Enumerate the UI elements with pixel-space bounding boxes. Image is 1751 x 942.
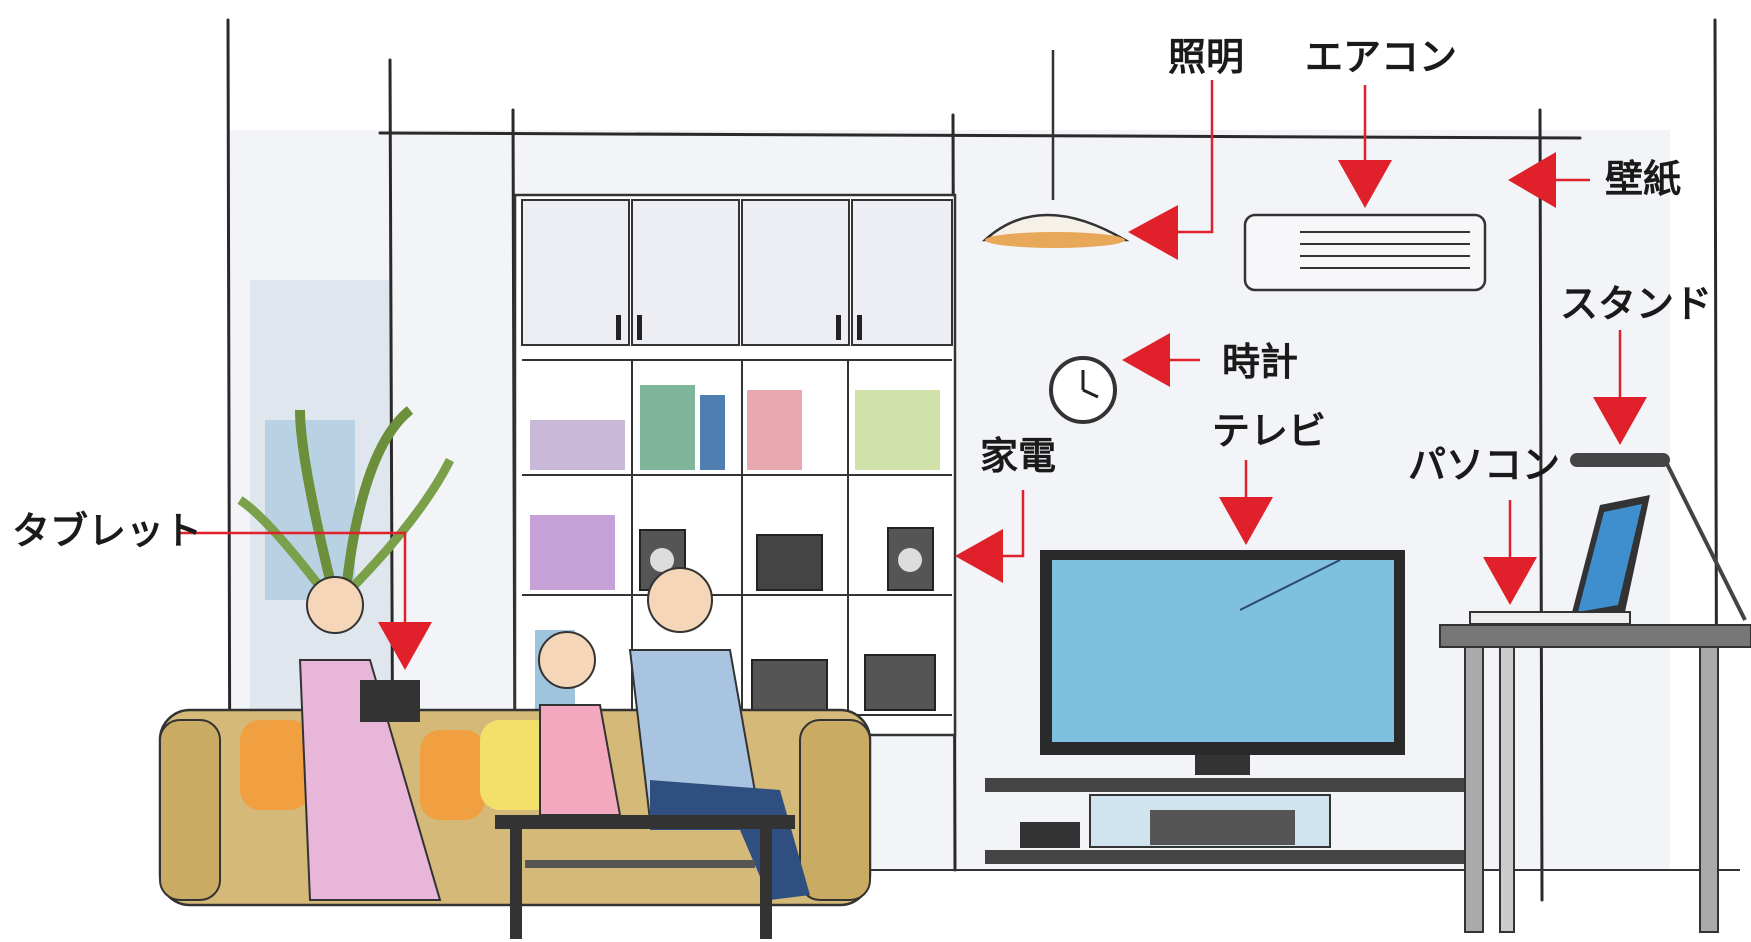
label-clock: 時計: [1222, 340, 1299, 384]
television: [1040, 550, 1405, 775]
arrow-wallpaper: [1508, 152, 1590, 208]
tv-stand: [985, 778, 1465, 864]
label-lighting: 照明: [1168, 35, 1245, 79]
arrow-lighting: [1128, 80, 1214, 260]
wall-clock: [1049, 356, 1117, 424]
desk: [1439, 624, 1751, 933]
plant: [237, 406, 455, 604]
label-pc: パソコン: [1408, 443, 1561, 487]
label-wallpaper: 壁紙: [1605, 157, 1682, 201]
label-aircon: エアコン: [1305, 35, 1458, 79]
coffee-table: [495, 815, 795, 939]
label-appliances: 家電: [980, 434, 1057, 478]
wall-edge-5: [1538, 108, 1544, 902]
ceiling-line: [378, 131, 1582, 140]
arrow-aircon: [1338, 85, 1392, 208]
air-conditioner: [1243, 213, 1487, 292]
pendant-light: [981, 50, 1130, 248]
bookcase-cabinets: [521, 199, 953, 346]
arrow-tablet: [180, 531, 432, 670]
arrow-appliances: [955, 490, 1025, 583]
label-stand: スタンド: [1560, 282, 1713, 326]
books: [530, 385, 940, 710]
arrow-tv: [1219, 460, 1273, 545]
label-tv: テレビ: [1212, 409, 1327, 453]
arrow-pc: [1483, 500, 1537, 605]
arrow-clock: [1122, 333, 1200, 387]
laptop: [1469, 495, 1650, 625]
arrow-stand: [1593, 330, 1647, 445]
label-tablet: タブレット: [12, 509, 203, 553]
desk-stand-lamp: [1570, 453, 1747, 621]
woman-with-tablet: [298, 576, 442, 901]
audio-appliances: [639, 527, 936, 711]
